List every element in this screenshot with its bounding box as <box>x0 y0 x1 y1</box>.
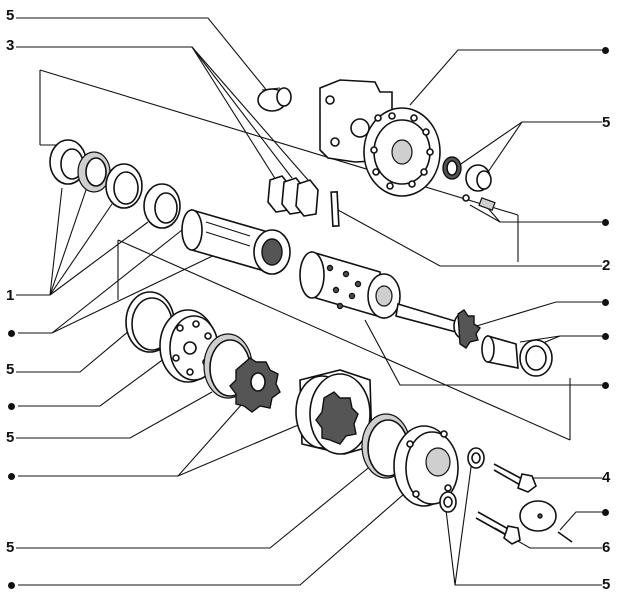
bullet-left-406 <box>8 403 15 410</box>
bolt-long-part <box>493 463 537 493</box>
star-gear-part <box>229 357 281 413</box>
leader-lines <box>16 17 602 586</box>
bullet-right-50 <box>602 47 609 54</box>
seal-set-part <box>49 139 181 229</box>
nut-stack-part <box>267 175 319 217</box>
bullet-right-385 <box>602 382 609 389</box>
label-5-right-top: 5 <box>602 114 611 131</box>
label-6: 6 <box>602 539 611 556</box>
end-cap-part <box>393 425 459 507</box>
label-5-left-372: 5 <box>6 361 15 378</box>
bullet-right-222 <box>602 219 609 226</box>
rotor-housing-part <box>295 369 373 455</box>
bullet-right-336 <box>602 333 609 340</box>
splined-sleeve-part <box>181 208 291 275</box>
spool-part <box>299 250 401 320</box>
bullet-right-302 <box>602 299 609 306</box>
label-2: 2 <box>602 257 611 274</box>
label-4: 4 <box>602 469 611 486</box>
label-3: 3 <box>6 37 15 54</box>
bullet-left-476 <box>8 473 15 480</box>
ring-top-part <box>257 87 292 112</box>
label-1: 1 <box>6 287 15 304</box>
label-5-top-left: 5 <box>6 7 15 24</box>
bolt-short-part <box>475 511 521 545</box>
bullet-left-585 <box>8 582 15 589</box>
label-5-right-bottom: 5 <box>602 576 611 593</box>
label-5-left-548: 5 <box>6 539 15 556</box>
cover-disc-part <box>519 500 573 543</box>
bullet-left-333 <box>8 330 15 337</box>
washer-parts <box>439 447 485 513</box>
motor-housing-part <box>319 79 441 197</box>
label-5-left-438: 5 <box>6 429 15 446</box>
ring-right-parts <box>442 156 496 211</box>
bushing-part <box>481 334 553 377</box>
drive-shaft-part <box>395 302 481 349</box>
bullet-right-512 <box>602 509 609 516</box>
pin-part <box>330 191 340 227</box>
